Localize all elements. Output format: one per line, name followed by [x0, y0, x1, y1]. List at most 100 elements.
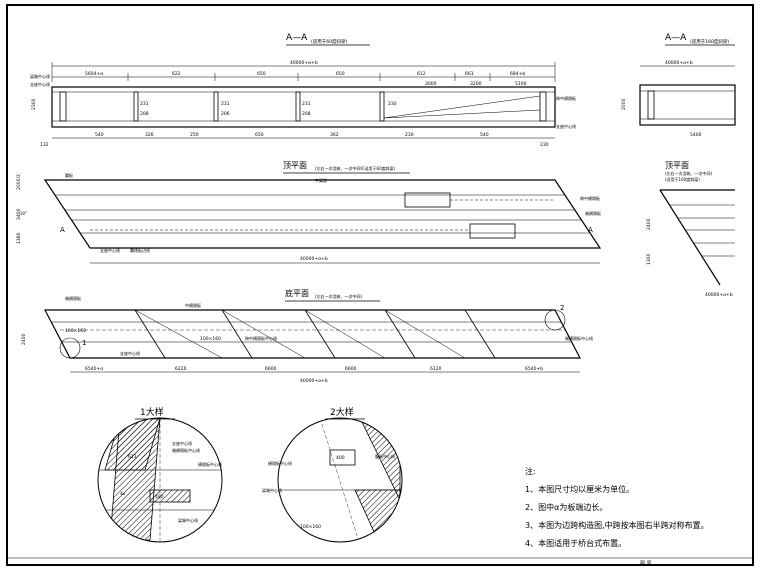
dim-seg-top: 684+b — [510, 71, 525, 77]
dim-end: 230 — [540, 142, 549, 148]
detail-label: 端横隔板中心线 — [172, 447, 200, 453]
bottom-plan-subtitle: (左右一次浇筑、一次中间) — [315, 293, 363, 299]
label-support: 支座中心线 — [30, 81, 50, 87]
detail-label: 腹板中心线 — [375, 453, 395, 459]
dim-bottom-seg: 6600 — [265, 366, 277, 372]
dim-plan-side: 40000+α+b — [705, 292, 733, 298]
label-mid-diaphragm: 跨中横隔板 — [556, 95, 576, 101]
dim-plan-left: 2000/2 — [16, 174, 22, 190]
section-mark-a: A — [588, 226, 593, 234]
note-item: 2、图中α为板端边长。 — [525, 503, 608, 512]
detail1-labels: 支座中心线 端横隔板中心线 横隔板中心线 梁端中心线 613 4ь 400 — [120, 440, 222, 523]
detail-mark-1: 1 — [82, 339, 86, 347]
plan-angle: 30° — [20, 211, 27, 216]
bottom-plan-outline — [44, 309, 581, 359]
beam-elevation-side — [639, 84, 736, 126]
detail-label: 横隔板中心线 — [198, 461, 222, 467]
dim-seg-top: 650 — [336, 71, 345, 77]
detail-dim: 100×160 — [300, 524, 321, 530]
dim-number: 206 — [221, 111, 230, 117]
section-main-subtitle: (适用于60度斜梁) — [311, 38, 347, 45]
detail-mark-2: 2 — [560, 304, 564, 312]
bottom-label: 中横隔板 — [185, 302, 201, 308]
dim-number: 231 — [302, 101, 311, 107]
dim-bottom-overall: 40000+α+b — [300, 378, 328, 384]
dim-plan-side-left: 1300 — [646, 253, 652, 265]
detail-dim: 400 — [336, 455, 345, 461]
bottom-seg-dims: 6540+α 6220 6600 6600 6120 6540+b 40000+… — [21, 333, 543, 384]
dim-seg-bottom: 540 — [95, 132, 104, 138]
detail2-content — [278, 418, 402, 542]
plan-label: 端横隔板 — [585, 210, 601, 216]
bottom-plan-title: 底平面 — [285, 288, 309, 298]
dim-bottom-seg: 6120 — [430, 366, 442, 372]
dim-end: 132 — [40, 142, 49, 148]
dim-inner: 3200 — [470, 81, 482, 87]
note-item: 4、本图适用于桥台式布置。 — [525, 539, 627, 548]
dim-seg-top: 622 — [172, 71, 181, 77]
dim-detail-size: 100×160 — [200, 336, 221, 342]
dim-inner: 3000 — [425, 81, 437, 87]
label-beam-end: 梁端中心线 — [30, 73, 50, 79]
top-plan-side-subtitle2: (适用于160度斜梁) — [665, 176, 700, 182]
dim-number: 231 — [140, 101, 149, 107]
inner-slope — [383, 109, 541, 119]
bottom-label: 端横隔板中心线 — [565, 335, 593, 341]
section-side-title: A—A — [665, 33, 687, 43]
notes-title: 注: — [525, 467, 536, 476]
detail-label: 梁端中心线 — [262, 487, 282, 493]
drawing-border — [6, 4, 754, 566]
diaphragm — [647, 90, 655, 120]
beam-elevation — [51, 86, 556, 128]
dim-bottom-seg: 6600 — [345, 366, 357, 372]
section-main-title: A—A — [286, 33, 308, 43]
bottom-label: 支座中心线 — [120, 350, 140, 356]
detail-dim: 400 — [155, 494, 164, 500]
detail2-labels: 横隔板中心线 梁端中心线 腹板中心线 400 100×160 — [262, 453, 395, 530]
plan-label: 跨中横隔板 — [580, 195, 600, 201]
dim-bottom-seg: 6540+b — [525, 366, 543, 372]
dim-seg-top: 650 — [257, 71, 266, 77]
detail-label: 支座中心线 — [172, 440, 192, 446]
diaphragms — [59, 91, 547, 122]
dim-detail-size: 100×160 — [65, 328, 86, 334]
plan-label: 支座中心线 — [100, 247, 120, 253]
top-plan-outline — [43, 179, 602, 249]
dim-number: 231 — [221, 101, 230, 107]
top-plan-side-subtitle: (左右一次浇筑、一次中间) — [665, 170, 713, 176]
bottom-labels: 端横隔板 中横隔板 跨中横隔板中心线 端横隔板中心线 支座中心线 — [65, 295, 593, 356]
detail2-title: 2大样 — [330, 406, 354, 418]
dim-overall-side: 40000+α+b — [665, 60, 693, 66]
dim-height: 2300 — [31, 98, 37, 110]
dim-seg-top: 5604+α — [85, 71, 103, 77]
dim-seg-top-group: 5604+α 622 650 650 612 661 684+b — [85, 71, 525, 77]
dim-bottom-seg: 6540+α — [85, 366, 103, 372]
dim-overall-top: 40000+α+b — [290, 60, 318, 66]
dim-seg-bottom: 540 — [480, 132, 489, 138]
dim-seg-top: 612 — [417, 71, 426, 77]
top-plan-side-title: 顶平面 — [665, 161, 689, 170]
dim-side: 5400 — [690, 132, 702, 138]
detail-label: 横隔板中心线 — [268, 460, 292, 466]
dim-seg-bottom: 250 — [190, 132, 199, 138]
top-plan-subtitle: (左右一次浇筑、一次中间IC适用于60度斜梁) — [315, 165, 396, 171]
plan-labels: 翼板 中梁部 跨中横隔板 端横隔板 支座中心线 翼缘板边线 30° — [20, 172, 601, 253]
top-plan-title: 顶平面 — [283, 161, 307, 170]
dim-ticks — [51, 62, 556, 82]
detail-label: 梁端中心线 — [178, 517, 198, 523]
dim-plan-side-left: 2400 — [646, 218, 652, 230]
note-item: 3、本图为边跨构造图,中跨按本图右半跨对称布置。 — [525, 521, 709, 530]
dim-seg-bottom-group: 540 326 250 650 362 230 540 132 230 — [40, 132, 549, 148]
dim-plan-overall: 40000+α+b — [300, 256, 328, 262]
label-support: 支座中心线 — [556, 123, 576, 129]
plan-label: 中梁部 — [315, 177, 327, 183]
dim-bottom-left: 2400 — [21, 333, 27, 345]
bottom-label: 端横隔板 — [65, 295, 81, 301]
plan-label: 翼缘板边线 — [130, 247, 150, 253]
bottom-label: 跨中横隔板中心线 — [245, 335, 277, 341]
dim-seg-bottom: 650 — [255, 132, 264, 138]
detail1-title: 1大样 — [140, 406, 164, 418]
dim-inner-group: 3000 3200 5100 231 208 231 206 231 208 2… — [30, 73, 576, 129]
